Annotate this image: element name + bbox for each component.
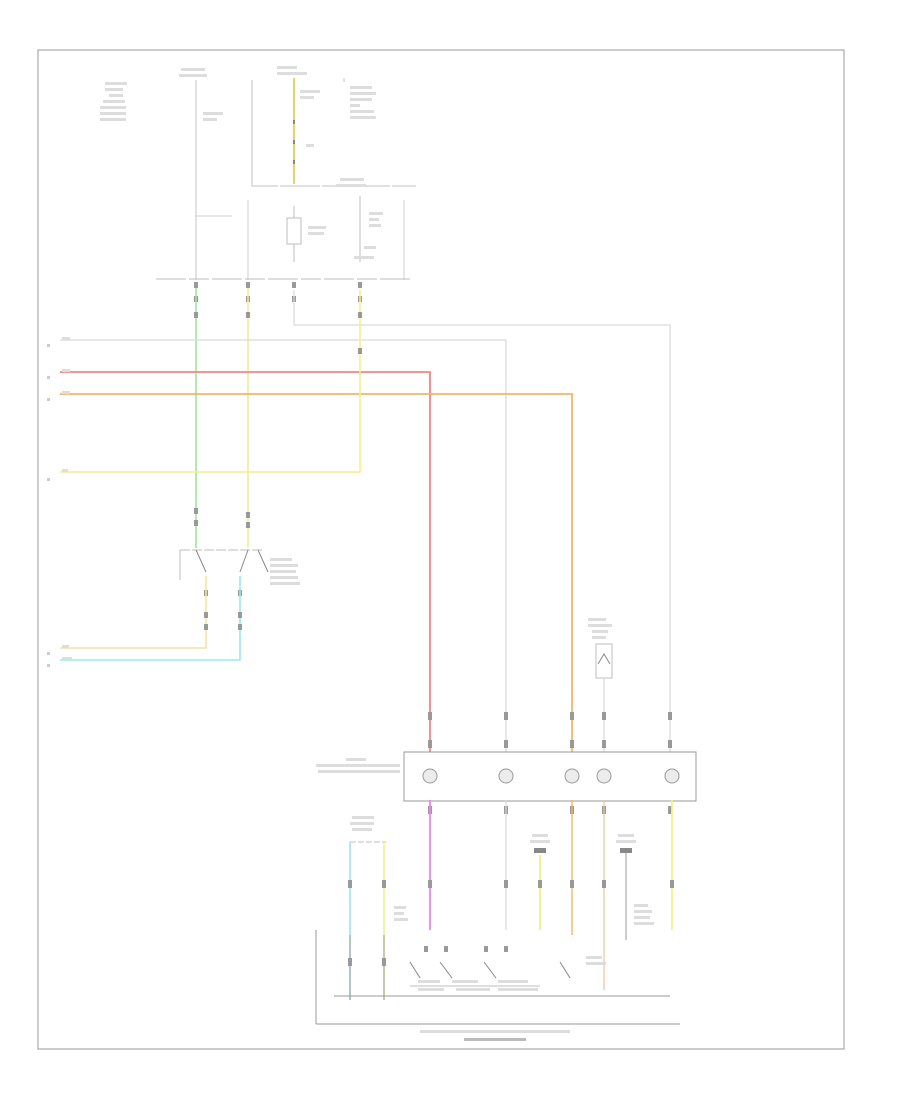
connector-ticks-mid — [194, 312, 362, 528]
wire-cyan-out — [60, 576, 241, 661]
connector-ticks-module-top — [428, 712, 672, 748]
switch-cluster-bottom — [348, 816, 408, 1000]
wire-yellow — [60, 290, 361, 473]
tick — [204, 612, 208, 618]
wire-orange — [60, 393, 573, 755]
wire-white-long — [293, 290, 671, 755]
tick — [238, 624, 242, 630]
connector-ticks-module-bottom — [428, 806, 672, 814]
power-source-block — [100, 82, 127, 121]
bottom-frame — [315, 930, 680, 1041]
label-bar — [62, 657, 72, 660]
tick — [204, 624, 208, 630]
clock-spring-module — [316, 751, 697, 802]
pin — [47, 664, 50, 667]
connector-ticks-top — [194, 282, 362, 302]
ground-components — [428, 834, 674, 940]
steering-switches — [409, 946, 606, 991]
fuse-block-3 — [156, 178, 412, 280]
label-bar — [62, 645, 69, 648]
pin — [47, 652, 50, 655]
horn-sensor — [588, 618, 613, 755]
wire-light-yellow-out — [60, 576, 207, 649]
fuse-block-1 — [179, 68, 232, 280]
fuse-block-2 — [251, 66, 416, 187]
wire-labels-left — [47, 337, 70, 481]
wire-white — [60, 339, 507, 755]
tick — [238, 612, 242, 618]
wire-red — [60, 371, 431, 755]
diagram-frame — [37, 49, 845, 1050]
